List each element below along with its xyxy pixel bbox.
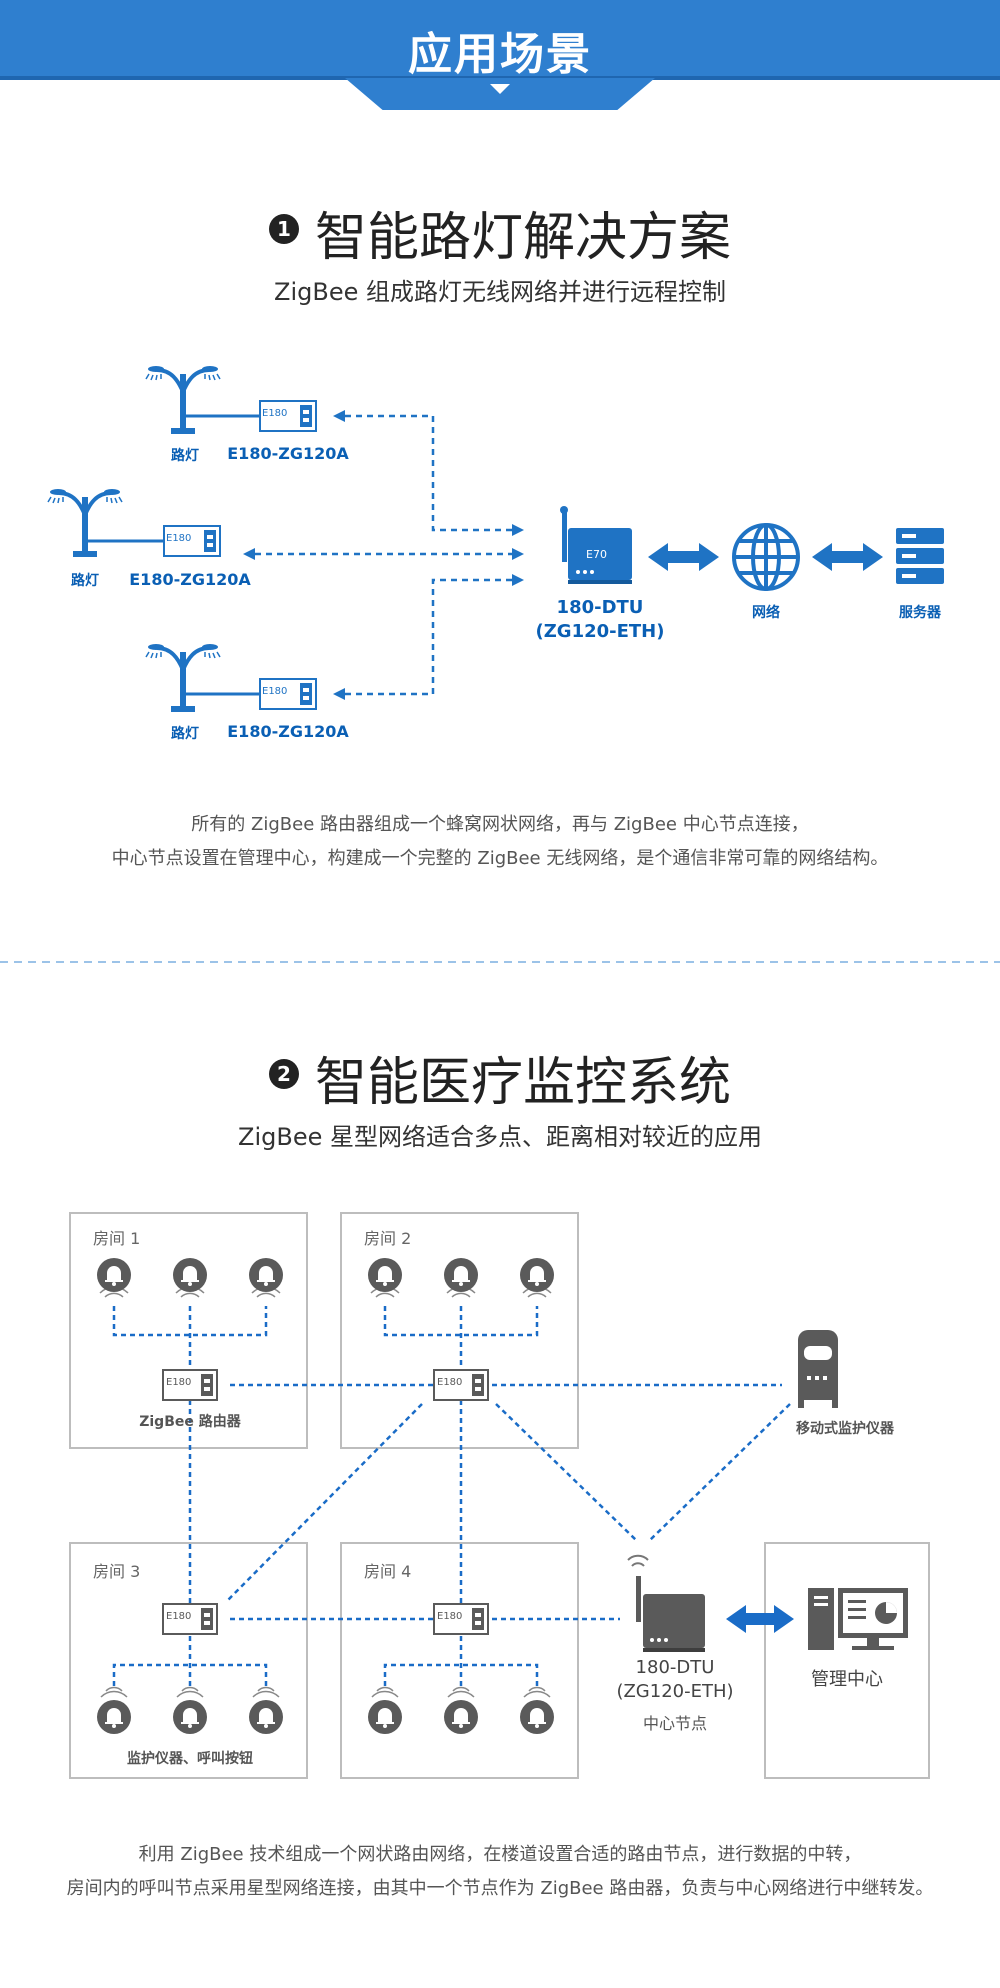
zigbee-links (112, 1306, 791, 1686)
gateway-label: 180-DTU (ZG120-ETH) (535, 597, 665, 642)
gateway-chip-text: E70 (586, 548, 607, 561)
network-label: 网络 (752, 605, 780, 621)
wireless-links (255, 414, 512, 696)
section2-number-badge: 2 (268, 1059, 299, 1089)
page-header: 应用场景 (0, 0, 1000, 110)
section2-title-text: 智能医疗监控系统 (314, 1053, 731, 1113)
call-button-icon (519, 1686, 555, 1735)
call-button-icon (367, 1257, 403, 1298)
section2-title: 2 智能医疗监控系统 (0, 1040, 1000, 1115)
server-label: 服务器 (899, 605, 941, 621)
mobile-monitor-label: 移动式监护仪器 (796, 1421, 894, 1437)
module-label: E180-ZG120A (227, 722, 349, 741)
call-button-icon (172, 1686, 208, 1735)
section1-subtitle: ZigBee 组成路灯无线网络并进行远程控制 (274, 278, 726, 306)
room-label: 房间 3 (93, 1562, 141, 1581)
call-button-icon (443, 1686, 479, 1735)
module-chip-text: E180 (262, 686, 288, 697)
dtu-center-node-icon (627, 1554, 705, 1652)
router-label: ZigBee 路由器 (139, 1414, 241, 1430)
call-button-icon (96, 1686, 132, 1735)
module-label: E180-ZG120A (227, 444, 349, 463)
room-label: 房间 2 (364, 1229, 412, 1248)
globe-icon (732, 523, 800, 591)
call-button-icon (96, 1257, 132, 1298)
call-button-icon (172, 1257, 208, 1298)
call-button-icon (443, 1257, 479, 1298)
server-icon (896, 528, 944, 584)
room-label: 房间 1 (93, 1229, 141, 1248)
room-boxes (69, 1212, 930, 1779)
room-label: 房间 4 (364, 1562, 412, 1581)
header-banner (0, 0, 1000, 110)
module-label: E180-ZG120A (129, 570, 251, 589)
router-chip-text: E180 (166, 1611, 192, 1622)
call-button-icon (248, 1686, 284, 1735)
module-chip-text: E180 (166, 533, 192, 544)
dtu-gateway-icon (560, 506, 632, 584)
computer-icon (808, 1588, 908, 1650)
mobile-monitor-icon (798, 1330, 838, 1408)
section1-description: 所有的 ZigBee 路由器组成一个蜂窝网状网络，再与 ZigBee 中心节点连… (111, 814, 889, 869)
management-center-label: 管理中心 (811, 1669, 883, 1690)
devices-label: 监护仪器、呼叫按钮 (127, 1751, 253, 1767)
section2-description: 利用 ZigBee 技术组成一个网状路由网络，在楼道设置合适的路由节点，进行数据… (66, 1844, 934, 1899)
center-node-label: 中心节点 (642, 1714, 707, 1733)
chevron-down-icon (490, 84, 510, 94)
section1-title-text: 智能路灯解决方案 (314, 208, 731, 268)
streetlight-label: 路灯 (171, 726, 199, 742)
router-chip-text: E180 (437, 1611, 463, 1622)
double-arrow-icon (812, 543, 883, 571)
streetlight-diagram (46, 364, 944, 714)
router-chip-text: E180 (437, 1377, 463, 1388)
call-button-icon (248, 1257, 284, 1298)
section1-number-badge: 1 (268, 214, 299, 244)
double-arrow-icon (648, 543, 719, 571)
section2-subtitle: ZigBee 星型网络适合多点、距离相对较近的应用 (238, 1123, 762, 1151)
call-button-icon (367, 1686, 403, 1735)
dtu-label: 180-DTU (ZG120-ETH) (616, 1657, 734, 1702)
section1-title: 1 智能路灯解决方案 (0, 195, 1000, 270)
streetlight-label: 路灯 (71, 573, 99, 589)
streetlight-label: 路灯 (171, 448, 199, 464)
module-chip-text: E180 (262, 408, 288, 419)
call-button-icon (519, 1257, 555, 1298)
router-chip-text: E180 (166, 1377, 192, 1388)
double-arrow-icon (726, 1605, 794, 1633)
header-title: 应用场景 (408, 29, 592, 80)
